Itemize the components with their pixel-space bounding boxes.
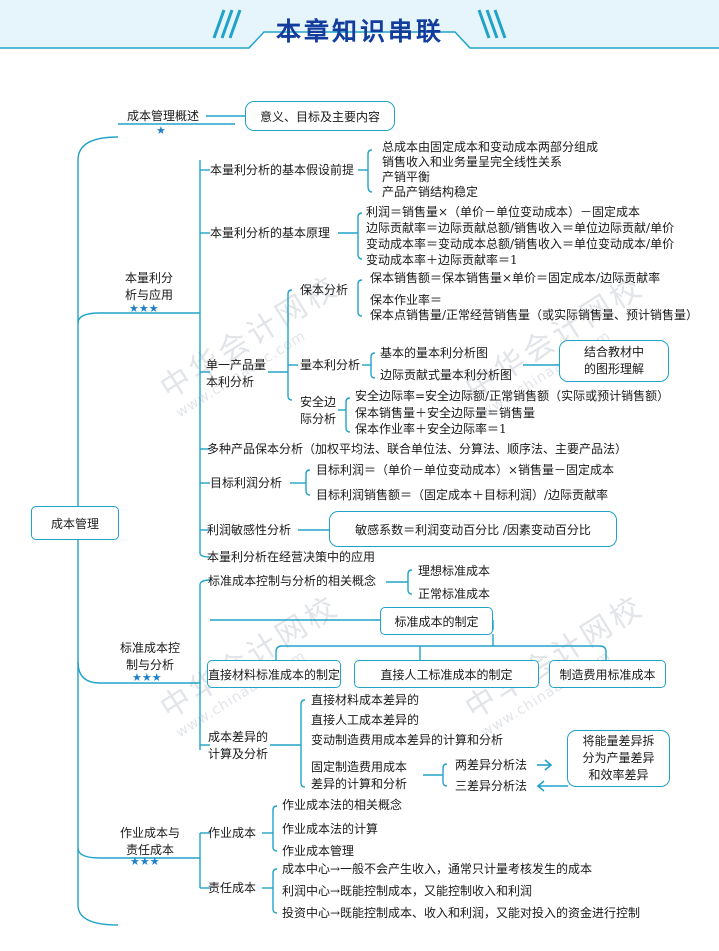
s1-box: 意义、目标及主要内容 (245, 101, 395, 131)
list-item: 理想标准成本 (418, 564, 491, 578)
list-item: 两差异分析法 (455, 758, 528, 772)
list-item: 利润中心→既能控制成本，又能控制收入和利润 (282, 884, 533, 898)
list-item: 投资中心→既能控制成本、收入和利润，又能对投入的资金进行控制 (282, 906, 641, 920)
list-item: 保本点销售量/正常经营销售量（或实际销售量、预计销售量） (370, 308, 699, 322)
s1-title: 成本管理概述 (127, 109, 200, 123)
list-item: 保本作业率＋安全边际率＝1 (355, 422, 507, 436)
list-item: 作业成本法的相关概念 (282, 798, 403, 812)
page-title: 本章知识串联 (275, 17, 444, 46)
s2-assump-title: 本量利分析的基本假设前提 (210, 163, 355, 177)
title-banner (0, 0, 719, 49)
list-item: 安全边际率=安全边际额/正常销售额（实际或预计销售额） (355, 389, 670, 403)
list-item: 作业成本管理 (282, 844, 355, 858)
list-item: 直接材料成本差异的 (311, 693, 420, 707)
s2-target-title: 目标利润分析 (210, 476, 283, 490)
list-item: 成本中心→一般不会产生收入，通常只计量考核发生的成本 (282, 862, 593, 876)
s3-fixed-note-box: 将能量差异拆 分为产量差异 和效率差异 (567, 730, 670, 787)
s3-setting-box: 标准成本的制定 (380, 607, 493, 635)
list-item: 产品产销结构稳定 (382, 185, 479, 199)
list-item: 变动成本率＋边际贡献率＝1 (366, 253, 518, 267)
s4-stars: ★★★ (130, 855, 160, 868)
list-item: 直接人工成本差异的 (311, 713, 420, 727)
s2-single-title: 单一产品量 本利分析 (206, 358, 267, 389)
list-item: 利润＝销售量×（单价－单位变动成本）－固定成本 (366, 205, 641, 219)
s2-stars: ★★★ (129, 302, 159, 315)
list-item: 产销平衡 (382, 170, 431, 184)
s3-fixed-title: 固定制造费用成本 差异的计算和分析 (311, 760, 408, 791)
s4-abc-title: 作业成本 (208, 826, 257, 840)
s2-cvp-note-box: 结合教材中 的图形理解 (559, 340, 669, 382)
s3-title: 标准成本控 制与分析 (119, 641, 180, 672)
s3-setting-child: 直接人工标准成本的制定 (354, 660, 539, 688)
s4-title: 作业成本与 责任成本 (119, 826, 180, 857)
s2-multi: 多种产品保本分析（加权平均法、联合单位法、分算法、顺序法、主要产品法） (207, 442, 628, 456)
s3-variance-title: 成本差异的 计算及分析 (208, 730, 269, 761)
s2-principle-title: 本量利分析的基本原理 (210, 226, 331, 240)
list-item: 保本销售额＝保本销售量×单价＝固定成本/边际贡献率 (370, 271, 661, 285)
list-item: 销售收入和业务量呈完全线性关系 (382, 155, 563, 169)
list-item: 正常标准成本 (418, 587, 491, 601)
list-item: 基本的量本利分析图 (380, 346, 489, 360)
list-item: 边际贡献式量本利分析图 (380, 368, 513, 382)
s3-setting-child: 直接材料标准成本的制定 (207, 660, 341, 688)
s2-sensitivity-box: 敏感系数＝利润变动百分比 /因素变动百分比 (329, 511, 617, 547)
s3-stars: ★★★ (132, 671, 162, 684)
list-item: 三差异分析法 (455, 779, 528, 793)
list-item: 总成本由固定成本和变动成本两部分组成 (382, 140, 599, 154)
s4-resp-title: 责任成本 (208, 881, 257, 895)
list-item: 保本作业率＝ (370, 293, 443, 307)
s2-sensitivity-title: 利润敏感性分析 (207, 523, 292, 537)
list-item: 变动成本率＝变动成本总额/销售收入＝单位变动成本/单价 (366, 237, 675, 251)
s1-stars: ★ (156, 124, 166, 137)
list-item: 目标利润销售额＝（固定成本＋目标利润）/边际贡献率 (316, 488, 609, 502)
s2-title: 本量利分 析与应用 (124, 271, 173, 302)
s2-decision: 本量利分析在经营决策中的应用 (207, 550, 376, 564)
s2-breakeven-title: 保本分析 (300, 283, 349, 297)
list-item: 保本销售量＋安全边际量＝销售量 (355, 406, 536, 420)
s3-setting-child: 制造费用标准成本 (549, 660, 666, 688)
list-item: 作业成本法的计算 (282, 822, 379, 836)
s2-cvp-title: 量本利分析 (300, 358, 361, 372)
list-item: 边际贡献率＝边际贡献总额/销售收入＝单位边际贡献/单价 (366, 221, 675, 235)
list-item: 目标利润＝（单价－单位变动成本）×销售量－固定成本 (316, 463, 615, 477)
root-node: 成本管理 (31, 506, 119, 540)
s2-safety-title: 安全边 际分析 (300, 395, 337, 426)
s3-concept-title: 标准成本控制与分析的相关概念 (208, 574, 377, 588)
list-item: 变动制造费用成本差异的计算和分析 (311, 733, 504, 747)
